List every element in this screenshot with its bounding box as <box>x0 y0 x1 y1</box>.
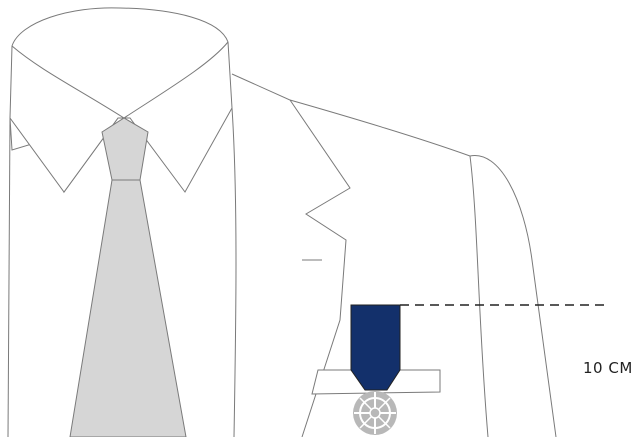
shirt-collar-outline <box>9 7 233 193</box>
medal-ribbon-icon <box>350 304 401 391</box>
shirt-front-line <box>231 107 237 438</box>
measurement-label: 10 CM <box>583 359 633 377</box>
shirt-left-edge <box>7 117 11 438</box>
medal-icon <box>353 391 397 435</box>
jacket-shoulder <box>289 99 471 157</box>
jacket-armhole <box>469 155 489 438</box>
jacket-sleeve <box>469 155 557 438</box>
tie-blade <box>69 179 187 438</box>
tie-knot <box>101 117 149 181</box>
